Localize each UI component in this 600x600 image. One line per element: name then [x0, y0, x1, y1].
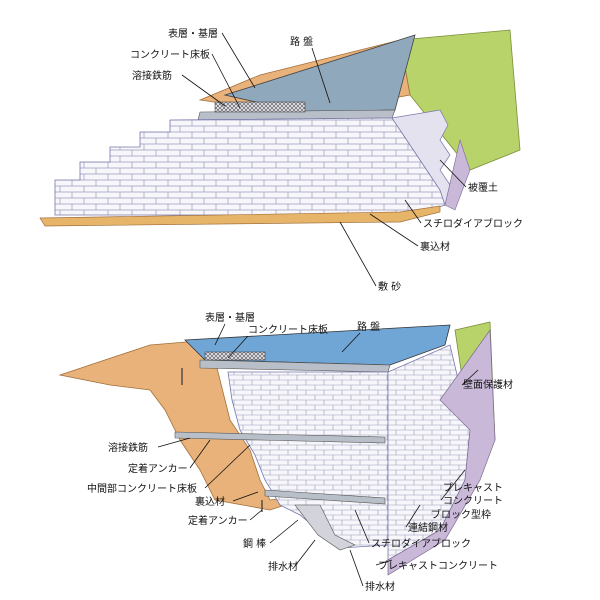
bottom-label-drain-1: 排水材 [268, 560, 298, 573]
bottom-label-surface-base: 表層・基層 [205, 311, 255, 324]
top-label-concrete-slab: コンクリート床板 [130, 48, 210, 61]
bottom-label-connecting-steel: 連結鋼材 [408, 521, 448, 534]
bottom-label-precast-l1: プレキャスト [443, 482, 503, 494]
bottom-label-anchor-2: 定着アンカー [188, 514, 248, 527]
bottom-wall-diagram: 表層・基層 コンクリート床板 路 盤 壁面保護材 溶接鉄筋 定着アンカー 中間部… [58, 311, 513, 593]
bottom-label-road-bed: 路 盤 [357, 320, 380, 333]
bottom-label-welded-rebar: 溶接鉄筋 [108, 441, 148, 454]
bottom-label-precast-concrete: プレキャストコンクリート [378, 560, 498, 572]
top-label-backfill: 裏込材 [420, 240, 450, 253]
top-backfill [444, 138, 471, 211]
bottom-label-styro-block: スチロダイアブロック [371, 537, 471, 550]
top-label-road-bed: 路 盤 [290, 35, 313, 48]
top-label-cover-soil: 被覆土 [468, 181, 498, 194]
bottom-label-precast-l2: コンクリート [443, 495, 503, 507]
bottom-label-anchor-1: 定着アンカー [128, 462, 188, 475]
bottom-label-backfill: 裏込材 [195, 495, 225, 508]
bottom-label-steel-bar: 鋼 棒 [243, 537, 266, 550]
top-label-welded-rebar: 溶接鉄筋 [132, 69, 172, 82]
bottom-drain-trough [294, 504, 356, 551]
bottom-precast-panels [387, 328, 496, 576]
bottom-label-mid-slab: 中間部コンクリート床板 [87, 482, 197, 495]
bottom-label-wall-protection: 壁面保護材 [463, 378, 513, 391]
bottom-label-precast-l3: ブロック型枠 [431, 508, 491, 521]
bottom-mid-slab [174, 431, 386, 444]
bottom-rebar-mesh [204, 351, 266, 361]
bottom-base-slab [264, 489, 386, 505]
top-label-surface-base: 表層・基層 [168, 27, 218, 40]
top-sand-bed [39, 205, 441, 227]
top-rebar-mesh [214, 101, 306, 113]
top-embankment-diagram: 表層・基層 路 盤 コンクリート床板 溶接鉄筋 被覆土 スチロダイアブロック 裏… [39, 27, 523, 293]
top-label-styro-block: スチロダイアブロック [423, 217, 523, 230]
bottom-label-drain-2: 排水材 [365, 580, 395, 593]
top-block-front [54, 117, 446, 216]
top-label-bedding-sand: 敷 砂 [378, 280, 401, 293]
bottom-label-concrete-slab: コンクリート床板 [248, 323, 328, 336]
